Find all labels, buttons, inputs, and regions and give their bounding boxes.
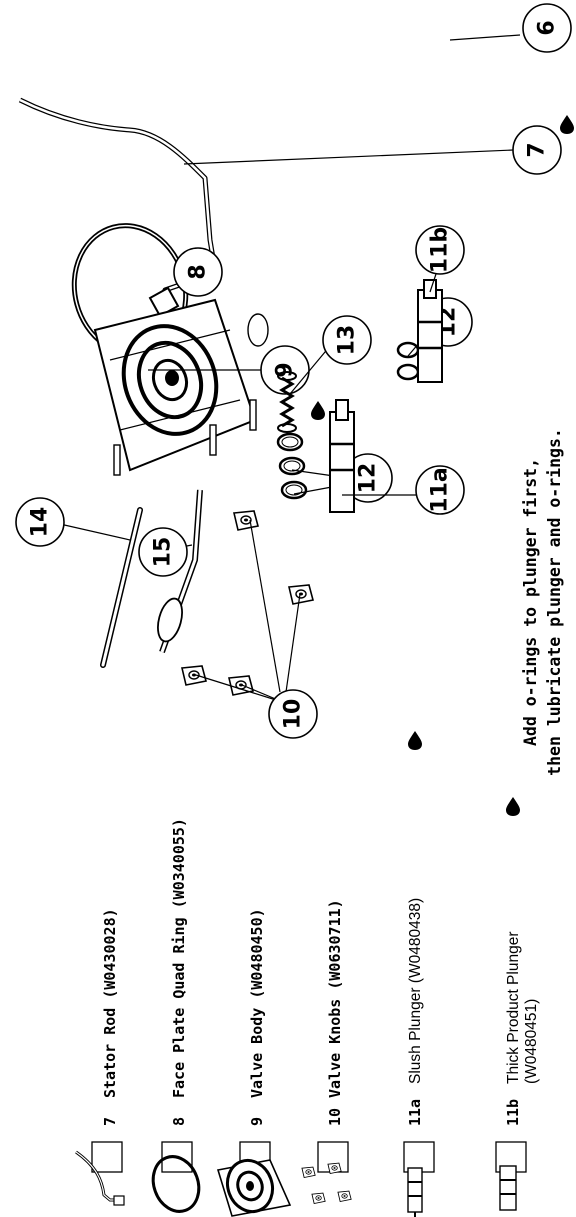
parts-list-item: 11a Slush Plunger (W0480438) <box>406 898 424 1126</box>
stator-rod-thumbnail <box>75 1150 125 1206</box>
lube-drop-icon <box>506 797 520 816</box>
stator-rod-part <box>18 97 218 318</box>
parts-list: 7 Stator Rod (W0430028) 8 Face Plate Quad R… <box>101 731 540 1126</box>
valve-knob-part <box>233 510 259 531</box>
parts-list-name: Valve Body (W0480450) <box>248 908 266 1098</box>
parts-list-number: 10 <box>326 1108 344 1126</box>
parts-list-number: 8 <box>170 1117 188 1126</box>
valve-knob-part <box>181 665 207 686</box>
parts-list-name: Face Plate Quad Ring (W0340055) <box>170 818 188 1098</box>
callout-6-label: 6 <box>535 20 560 35</box>
callout-13-label: 13 <box>335 325 360 356</box>
valve-body-part <box>93 298 269 476</box>
valve-body-thumbnail <box>216 1158 292 1217</box>
callout-7: 7 <box>183 125 562 175</box>
spring-part <box>277 371 297 433</box>
callout-11a: 11a <box>342 465 465 515</box>
instruction-note: Add o-rings to plunger first, then lubri… <box>521 428 564 776</box>
valve-knob-thumbnail <box>311 1192 326 1204</box>
lube-drop-icon <box>311 401 325 420</box>
callout-10-label: 10 <box>281 699 306 730</box>
callout-10: 10 <box>195 519 318 739</box>
callout-15: 15 <box>138 527 193 577</box>
parts-list-name: Thick Product Plunger <box>505 932 522 1085</box>
parts-list-item: 11b Thick Product Plunger(W0480451) <box>504 932 540 1127</box>
parts-list-item: 8 Face Plate Quad Ring (W0340055) <box>170 818 188 1126</box>
thick-product-plunger-part <box>417 279 443 383</box>
linkage-part <box>157 489 203 654</box>
parts-list-name-line2: (W0480451) <box>523 999 540 1084</box>
parts-list-number: 9 <box>248 1117 266 1126</box>
callout-8-label: 8 <box>186 264 211 279</box>
parts-list-item: 10 Valve Knobs (W0630711) <box>326 899 344 1126</box>
thick-plunger-thumbnail <box>499 1165 517 1211</box>
lube-drop-icon <box>560 115 574 134</box>
stator-pin-part <box>100 507 143 668</box>
valve-knob-part <box>288 584 314 605</box>
callout-12-bottom-label: 12 <box>356 463 381 494</box>
callout-11a-label: 11a <box>428 467 453 512</box>
callout-11b-label: 11b <box>428 227 453 273</box>
callout-13: 13 <box>289 315 372 395</box>
parts-list-item: 9 Valve Body (W0480450) <box>248 908 266 1126</box>
callout-11b: 11b <box>415 225 465 293</box>
callout-14-label: 14 <box>28 507 53 538</box>
parts-list-name: Slush Plunger (W0480438) <box>407 898 424 1084</box>
checkbox-item-11a[interactable] <box>403 1141 435 1173</box>
o-rings-part <box>276 341 420 500</box>
callout-14: 14 <box>15 497 131 547</box>
parts-list-number: 7 <box>101 1117 119 1126</box>
callout-15-label: 15 <box>151 537 176 568</box>
instruction-line-2: then lubricate plunger and o-rings. <box>545 428 564 776</box>
valve-knob-thumbnail <box>301 1166 316 1178</box>
callout-7-label: 7 <box>525 142 550 157</box>
parts-list-number: 11b <box>504 1099 522 1126</box>
checkbox-item-7[interactable] <box>91 1141 123 1173</box>
parts-list-name: Valve Knobs (W0630711) <box>326 899 344 1098</box>
slush-plunger-thumbnail <box>407 1167 423 1217</box>
parts-list-name: Stator Rod (W0430028) <box>101 908 119 1098</box>
parts-list-item: 7 Stator Rod (W0430028) <box>101 908 119 1126</box>
parts-list-number: 11a <box>406 1099 424 1126</box>
quad-ring-thumbnail <box>151 1155 201 1213</box>
valve-knob-thumbnail <box>327 1162 342 1174</box>
callout-9-label: 9 <box>273 362 298 377</box>
valve-knob-thumbnail <box>337 1190 352 1202</box>
callout-6: 6 <box>449 3 572 53</box>
callout-8: 8 <box>173 247 223 297</box>
lube-drop-icon <box>408 731 422 750</box>
thumbnail-row <box>75 1150 517 1217</box>
instruction-line-1: Add o-rings to plunger first, <box>521 458 540 746</box>
